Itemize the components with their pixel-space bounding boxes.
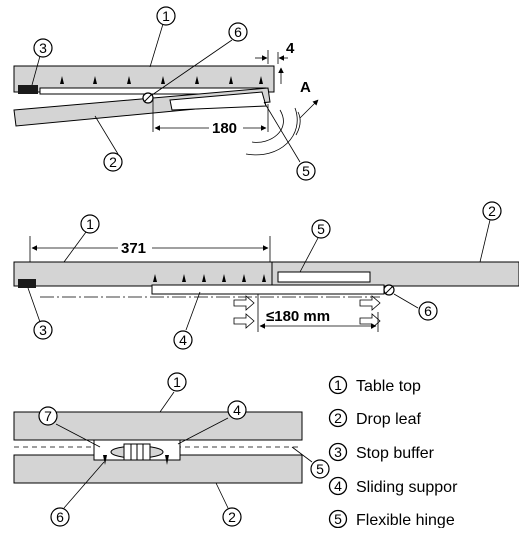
flexible-hinge: [277, 271, 371, 283]
diagram-1-leaf-folded: [13, 23, 319, 163]
legend-label: Stop buffer: [356, 445, 435, 462]
legend-item-sliding-support: 4 Sliding suppor: [328, 476, 458, 496]
screw-row: [60, 76, 263, 84]
callout-number: 4: [179, 332, 187, 348]
legend-item-flexible-hinge: 5 Flexible hinge: [328, 509, 455, 529]
stop-screw: [142, 92, 154, 104]
legend-number: 2: [334, 410, 342, 426]
table-top-panel: [13, 261, 273, 287]
callout-bubble: [38, 406, 58, 426]
callout-bubble: [222, 507, 242, 527]
callout-number: 7: [44, 408, 52, 424]
screw-row: [153, 274, 266, 282]
legend-label: Drop leaf: [356, 411, 421, 428]
callout-bubble: [80, 214, 100, 234]
legend-item-stop-buffer: 3 Stop buffer: [328, 442, 435, 462]
dimension-label: 4: [286, 40, 295, 57]
legend-label: Flexible hinge: [356, 512, 455, 528]
callout-number: 6: [56, 509, 64, 525]
legend-number: 4: [334, 478, 342, 494]
callout-bubble: [227, 400, 247, 420]
callout-labels: 1 3 6 4 A 180 2 5 1 371 5 2 3 4 6 ≤180 m…: [39, 8, 496, 525]
screw-row: [103, 455, 169, 465]
stop-buffer: [18, 279, 36, 288]
callout-number: 5: [317, 221, 325, 237]
callout-number: 1: [162, 8, 170, 24]
callout-number: 2: [109, 154, 117, 170]
legend: 1 Table top 2 Drop leaf 3 Stop buffer 4 …: [328, 375, 458, 529]
callout-bubble: [156, 6, 176, 26]
callout-number: 6: [424, 303, 432, 319]
stop-buffer: [18, 85, 38, 94]
legend-number: 5: [334, 511, 342, 527]
callout-number: 5: [302, 163, 310, 179]
legend-number: 3: [334, 444, 342, 460]
callout-number: 2: [488, 203, 496, 219]
callout-bubble: [50, 507, 70, 527]
callout-bubble: [103, 152, 123, 172]
diagram-3-cross-section: [13, 391, 313, 509]
callout-bubble: [33, 38, 53, 58]
callout-number: 2: [228, 509, 236, 525]
callout-number: 1: [86, 216, 94, 232]
rotation-label: A: [300, 79, 311, 96]
callout-bubble: [173, 330, 193, 350]
stop-screw: [383, 284, 395, 296]
callout-bubble: [311, 219, 331, 239]
legend-label: Sliding suppor: [356, 479, 458, 496]
callout-number: 6: [234, 24, 242, 40]
diagram-2-leaf-extended: [13, 219, 519, 332]
table-top-section: [13, 411, 303, 441]
callout-number: 1: [173, 374, 181, 390]
legend-number: 1: [334, 377, 342, 393]
callout-number: 3: [39, 40, 47, 56]
callout-bubble: [418, 301, 438, 321]
callout-number: 5: [316, 461, 324, 477]
callout-bubble: [33, 320, 53, 340]
sliding-support-rail: [151, 284, 385, 295]
legend-item-table-top: 1 Table top: [328, 375, 421, 395]
callout-bubble: [167, 372, 187, 392]
callout-bubble: [296, 161, 316, 181]
callout-number: 4: [233, 402, 241, 418]
callout-bubble: [482, 201, 502, 221]
legend-item-drop-leaf: 2 Drop leaf: [328, 408, 421, 428]
dimension-label: 371: [121, 240, 146, 257]
dimension-label: ≤180 mm: [266, 308, 330, 325]
callout-layer: [33, 6, 502, 527]
callout-number: 3: [39, 322, 47, 338]
callout-bubble: [228, 22, 248, 42]
callout-bubble: [310, 459, 330, 479]
dimension-label: 180: [212, 120, 237, 137]
legend-label: Table top: [356, 378, 421, 395]
